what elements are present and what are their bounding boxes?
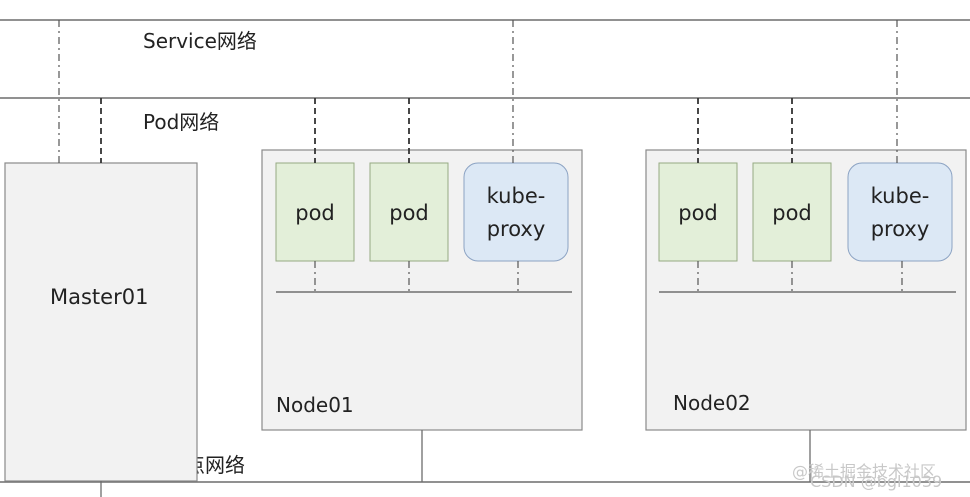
service-network-links xyxy=(58,20,898,163)
node02-pod-2-label: pod xyxy=(772,201,812,225)
node02-kube-proxy-line2: proxy xyxy=(871,217,930,241)
master-label: Master01 xyxy=(50,285,148,309)
node01-pod-2-label: pod xyxy=(389,201,429,225)
node-network-links xyxy=(100,430,811,497)
service-network-label: Service网络 xyxy=(143,29,257,53)
watermark-line1: @稀土掘金技术社区 xyxy=(792,462,936,481)
pod-network-label: Pod网络 xyxy=(143,110,219,134)
node02-pod-1-label: pod xyxy=(678,201,718,225)
node01-kube-proxy-line1: kube- xyxy=(487,184,546,208)
node01-kube-proxy xyxy=(463,162,569,262)
node02-kube-proxy xyxy=(847,162,953,262)
pod-network-links xyxy=(100,98,793,163)
node01-label: Node01 xyxy=(276,393,354,417)
node01-pod-1 xyxy=(275,162,355,262)
master-box xyxy=(4,162,198,482)
node02-pod-2 xyxy=(752,162,832,262)
component-bus-links xyxy=(314,261,903,292)
node02-kube-proxy-line1: kube- xyxy=(871,184,930,208)
node01-kube-proxy-line2: proxy xyxy=(487,217,546,241)
node02-label: Node02 xyxy=(673,391,751,415)
node01-pod-1-label: pod xyxy=(295,201,335,225)
node02-pod-1 xyxy=(658,162,738,262)
watermark-line2: CSDN @bgl1039 xyxy=(810,472,942,491)
